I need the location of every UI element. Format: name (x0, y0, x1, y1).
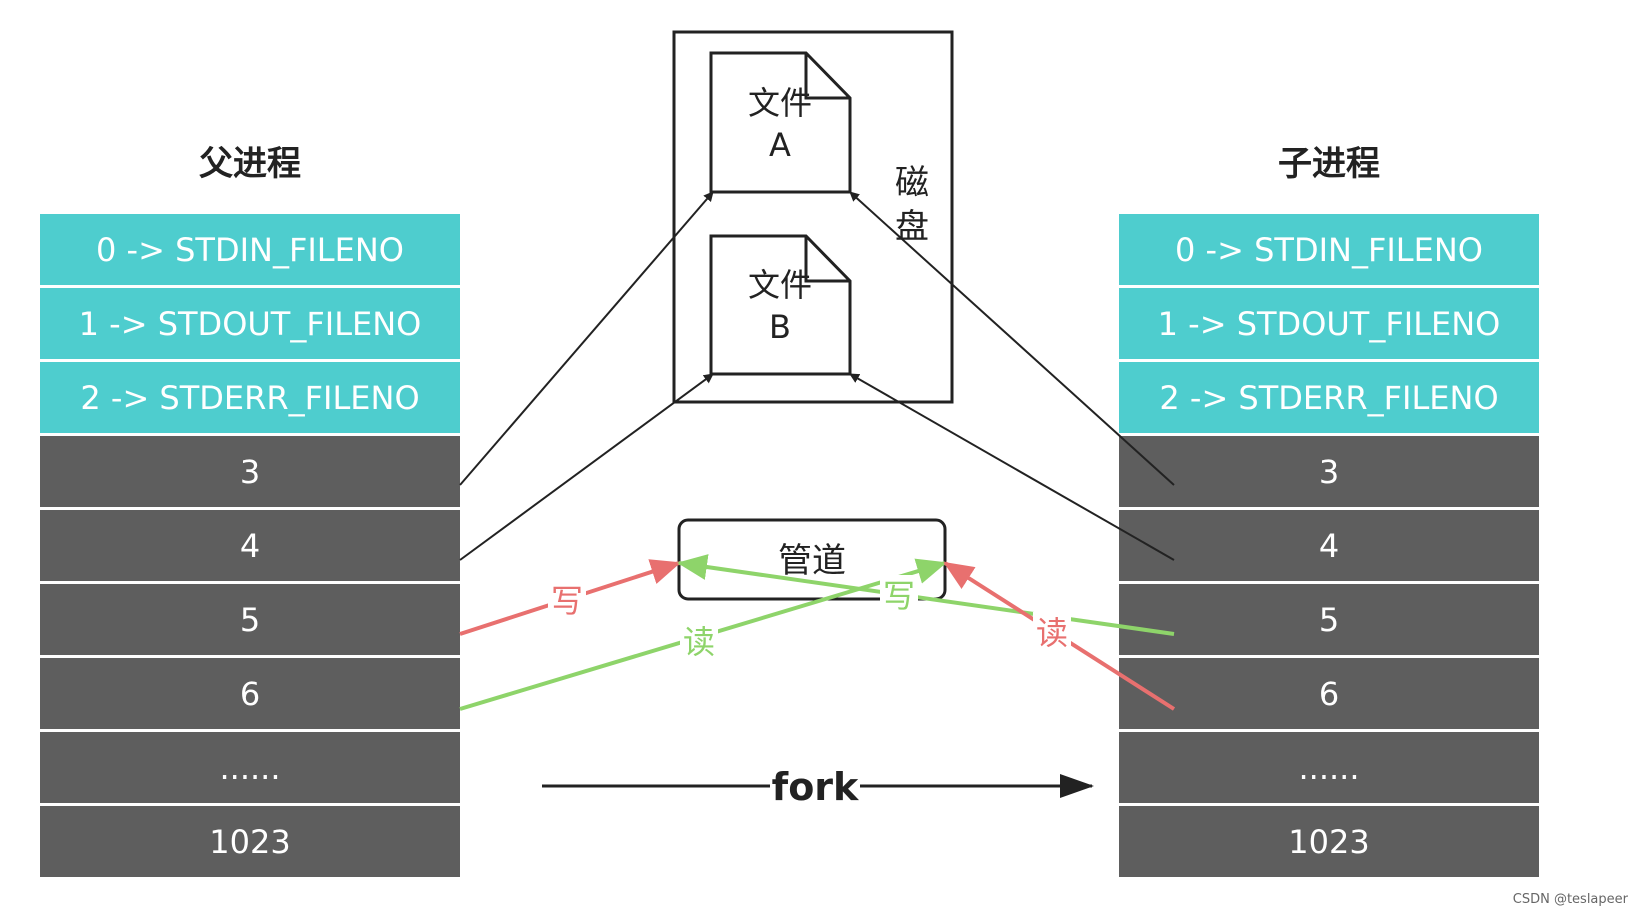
parent-fd-row-ellipsis: ...... (40, 732, 460, 803)
parent-read-label: 读 (683, 623, 715, 661)
parent-fd3-to-file-a-arrow (459, 191, 714, 486)
child-write-label: 写 (883, 577, 915, 615)
child-fd4-to-file-b-arrow (849, 373, 1175, 561)
parent-fd-row-0: 0 -> STDIN_FILENO (40, 214, 460, 285)
child-process-title: 子进程 (1278, 144, 1380, 184)
file-a-icon (709, 51, 852, 194)
file-a-label-line2: A (769, 126, 791, 164)
file-b-label-line1: 文件 (748, 266, 812, 304)
child-fd-row-5: 5 (1119, 584, 1539, 655)
parent-fd-row-1023: 1023 (40, 806, 460, 877)
child-fd-row-ellipsis: ...... (1119, 732, 1539, 803)
child-read-label: 读 (1036, 614, 1068, 652)
disk-box (672, 30, 954, 404)
parent-fd-row-2: 2 -> STDERR_FILENO (40, 362, 460, 433)
fork-label: fork (772, 765, 859, 809)
parent-process-title: 父进程 (199, 144, 301, 184)
child-fd-row-4: 4 (1119, 510, 1539, 581)
child-fd3-to-file-a-arrow (849, 191, 1175, 486)
child-fd-row-3: 3 (1119, 436, 1539, 507)
child-fd-row-1: 1 -> STDOUT_FILENO (1119, 288, 1539, 359)
child-fd-table: 0 -> STDIN_FILENO 1 -> STDOUT_FILENO 2 -… (1119, 214, 1539, 880)
child-fd-row-2: 2 -> STDERR_FILENO (1119, 362, 1539, 433)
parent-fd-row-3: 3 (40, 436, 460, 507)
child-fd-row-0: 0 -> STDIN_FILENO (1119, 214, 1539, 285)
parent-write-label: 写 (551, 582, 583, 620)
child-write-arrow (677, 554, 1175, 636)
child-fd-row-6: 6 (1119, 658, 1539, 729)
parent-fd4-to-file-b-arrow (459, 373, 714, 561)
parent-fd-row-4: 4 (40, 510, 460, 581)
parent-fd-table: 0 -> STDIN_FILENO 1 -> STDOUT_FILENO 2 -… (40, 214, 460, 880)
parent-fd-row-5: 5 (40, 584, 460, 655)
child-fd-row-1023: 1023 (1119, 806, 1539, 877)
file-a-label-line1: 文件 (748, 84, 812, 122)
disk-label-line1: 磁 (895, 163, 929, 203)
parent-fd-row-6: 6 (40, 658, 460, 729)
file-b-label-line2: B (769, 308, 791, 346)
watermark: CSDN @teslapeer (1512, 892, 1628, 907)
disk-label-line2: 盘 (895, 207, 929, 247)
pipe-label: 管道 (778, 541, 846, 581)
file-b-icon (709, 234, 852, 376)
parent-fd-row-1: 1 -> STDOUT_FILENO (40, 288, 460, 359)
